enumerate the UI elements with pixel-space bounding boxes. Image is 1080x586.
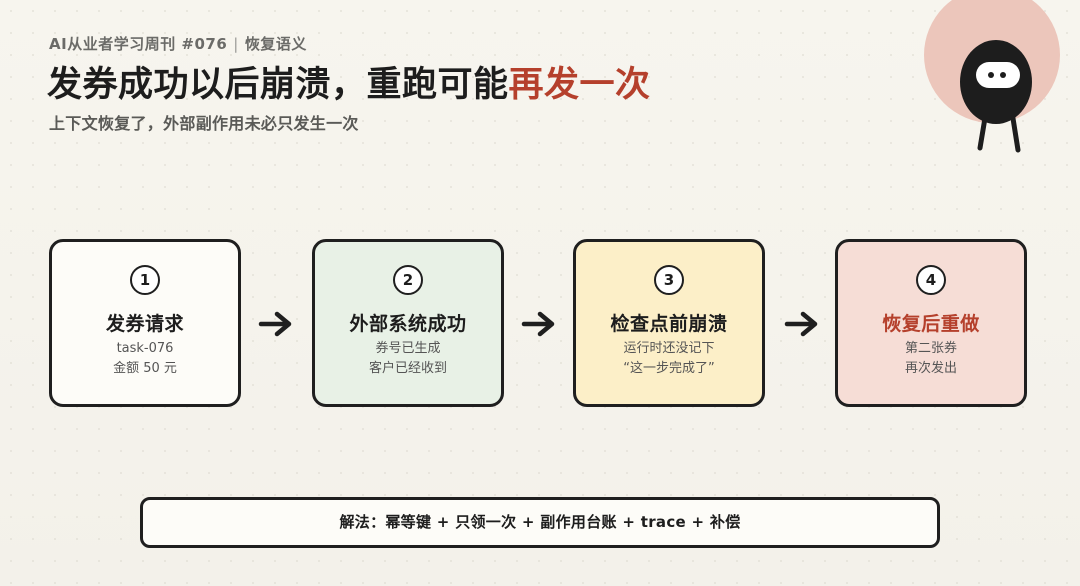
kicker-publication: AI从业者学习周刊 #076 bbox=[49, 35, 228, 53]
step-number: 1 bbox=[130, 265, 160, 295]
step-detail: task-076 bbox=[116, 341, 174, 356]
step-detail: 第二张券 bbox=[904, 341, 957, 356]
step-detail: 金额 50 元 bbox=[113, 361, 177, 376]
step-detail: 客户已经收到 bbox=[368, 361, 447, 376]
step-title: 恢复后重做 bbox=[882, 313, 980, 335]
page-title: 发券成功以后崩溃，重跑可能再发一次 bbox=[47, 56, 651, 107]
step-card-2: 2 外部系统成功 券号已生成 客户已经收到 bbox=[312, 239, 504, 407]
step-detail: 券号已生成 bbox=[375, 341, 441, 356]
step-number: 4 bbox=[916, 265, 946, 295]
title-highlight: 再发一次 bbox=[508, 65, 651, 105]
step-detail: 再次发出 bbox=[904, 361, 957, 376]
step-card-1: 1 发券请求 task-076 金额 50 元 bbox=[49, 239, 241, 407]
step-detail: 运行时还没记下 bbox=[623, 341, 715, 356]
arrow-right-icon bbox=[258, 311, 292, 337]
step-title: 检查点前崩溃 bbox=[610, 313, 728, 335]
step-card-4: 4 恢复后重做 第二张券 再次发出 bbox=[835, 239, 1027, 407]
step-title: 外部系统成功 bbox=[349, 313, 467, 335]
step-title: 发券请求 bbox=[105, 313, 184, 335]
title-main: 发券成功以后崩溃，重跑可能 bbox=[47, 65, 509, 105]
step-number: 3 bbox=[654, 265, 684, 295]
solution-banner: 解法：幂等键 + 只领一次 + 副作用台账 + trace + 补偿 bbox=[140, 497, 940, 548]
kicker-separator: | bbox=[233, 35, 239, 53]
step-detail: “这一步完成了” bbox=[623, 361, 715, 376]
arrow-right-icon bbox=[784, 311, 818, 337]
step-card-3: 3 检查点前崩溃 运行时还没记下 “这一步完成了” bbox=[573, 239, 765, 407]
page-subtitle: 上下文恢复了，外部副作用未必只发生一次 bbox=[49, 114, 359, 133]
arrow-right-icon bbox=[521, 311, 555, 337]
kicker-topic: 恢复语义 bbox=[244, 35, 307, 53]
issue-kicker: AI从业者学习周刊 #076 | 恢复语义 bbox=[49, 33, 307, 54]
mascot-icon bbox=[924, 0, 1060, 153]
step-number: 2 bbox=[393, 265, 423, 295]
